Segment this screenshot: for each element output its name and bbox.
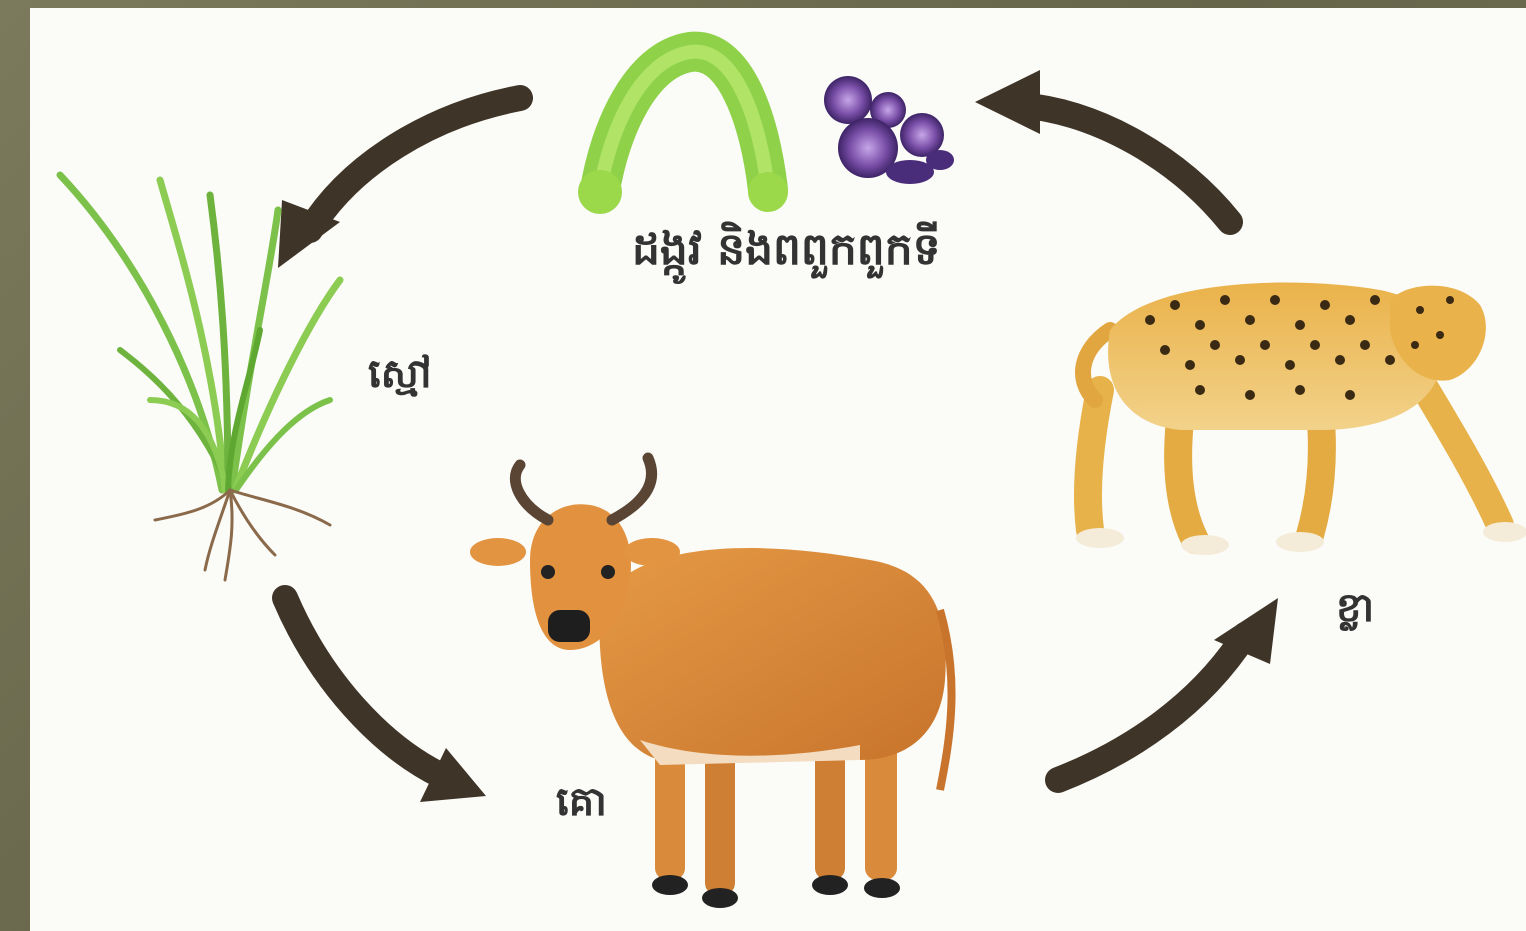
tiger-label: ខ្លា: [1336, 582, 1374, 641]
grass-label: ស្មៅ: [368, 348, 431, 407]
arrow-leopard-to-decomposer: [975, 70, 1230, 222]
arrow-cow-to-leopard: [1058, 598, 1278, 780]
bacteria-icon: [824, 76, 954, 184]
cow-label: គោ: [556, 776, 607, 835]
cow-icon: [470, 458, 952, 908]
arrow-grass-to-cow: [285, 598, 486, 802]
decomposers-label: ដង្កូវ និងពពួកពួកទី: [632, 222, 941, 286]
arrow-decomposer-to-grass: [278, 98, 520, 268]
leopard-icon: [1076, 283, 1526, 555]
caterpillar-icon: [578, 52, 788, 214]
